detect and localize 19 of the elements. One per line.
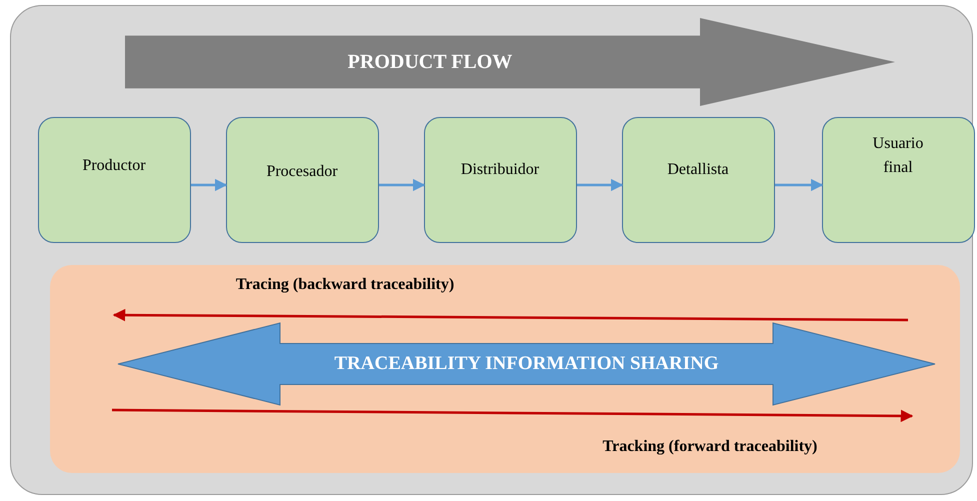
process-box (822, 117, 975, 243)
node-label: Tracing (backward traceability) (234, 275, 456, 295)
traceability-band (50, 265, 960, 473)
arrow (191, 178, 228, 192)
process-box (38, 117, 191, 243)
node-label: PRODUCT FLOW (346, 50, 514, 75)
process-box (226, 117, 379, 243)
node-label: Productor (81, 156, 147, 176)
node-label: Usuario final (872, 134, 924, 178)
node-label: Distribuidor (460, 160, 540, 180)
process-box (622, 117, 775, 243)
arrow (379, 178, 426, 192)
node-label: Procesador (265, 162, 339, 182)
process-box (424, 117, 577, 243)
arrow (577, 178, 624, 192)
node-label: TRACEABILITY INFORMATION SHARING (333, 352, 720, 376)
node-label: Detallista (666, 160, 730, 180)
arrow (775, 178, 824, 192)
node-label: Tracking (forward traceability) (602, 437, 818, 457)
